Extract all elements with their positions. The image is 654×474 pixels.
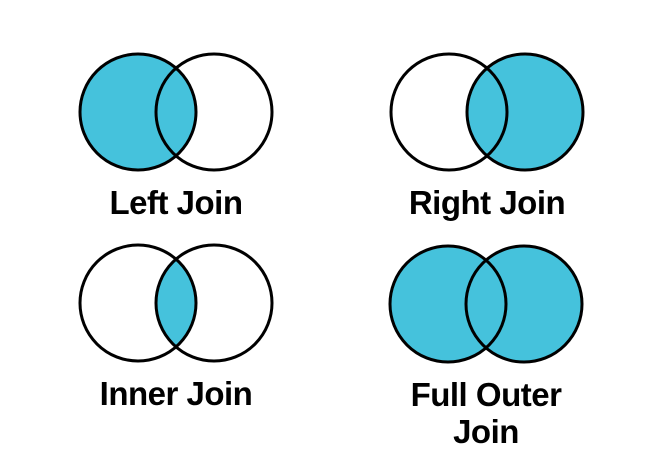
- join-label: Left Join: [109, 184, 244, 221]
- venn-diagram-right-join: [389, 52, 585, 172]
- join-label: Right Join: [408, 184, 566, 221]
- join-card-full-outer-join: Full Outer Join: [366, 242, 606, 450]
- join-card-inner-join: Inner Join: [56, 241, 296, 412]
- venn-diagram-left-join: [78, 52, 274, 172]
- join-label: Inner Join: [99, 375, 253, 412]
- join-label: Full Outer Join: [410, 376, 562, 450]
- venn-diagram-full-outer-join: [388, 244, 584, 364]
- join-card-right-join: Right Join: [367, 50, 607, 221]
- venn-diagram-inner-join: [78, 243, 274, 363]
- join-card-left-join: Left Join: [56, 50, 296, 221]
